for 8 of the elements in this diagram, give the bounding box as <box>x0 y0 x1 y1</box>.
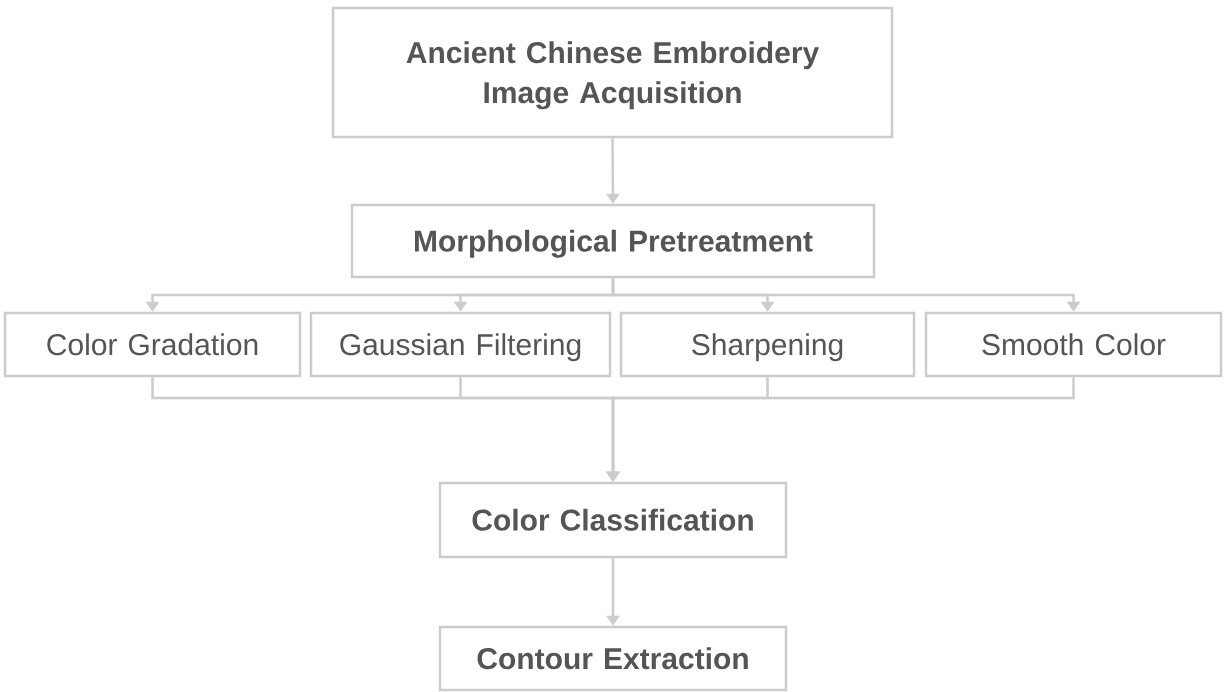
process-box: Morphological Pretreatment <box>350 203 876 279</box>
process-box: Ancient Chinese Embroidery Image Acquisition <box>331 6 894 139</box>
process-box: Smooth Color <box>924 311 1223 378</box>
process-box: Sharpening <box>619 311 916 378</box>
process-box: Color Gradation <box>3 311 302 378</box>
process-box: Color Classification <box>438 481 788 559</box>
process-box: Gaussian Filtering <box>309 311 612 378</box>
process-box: Contour Extraction <box>438 625 788 692</box>
